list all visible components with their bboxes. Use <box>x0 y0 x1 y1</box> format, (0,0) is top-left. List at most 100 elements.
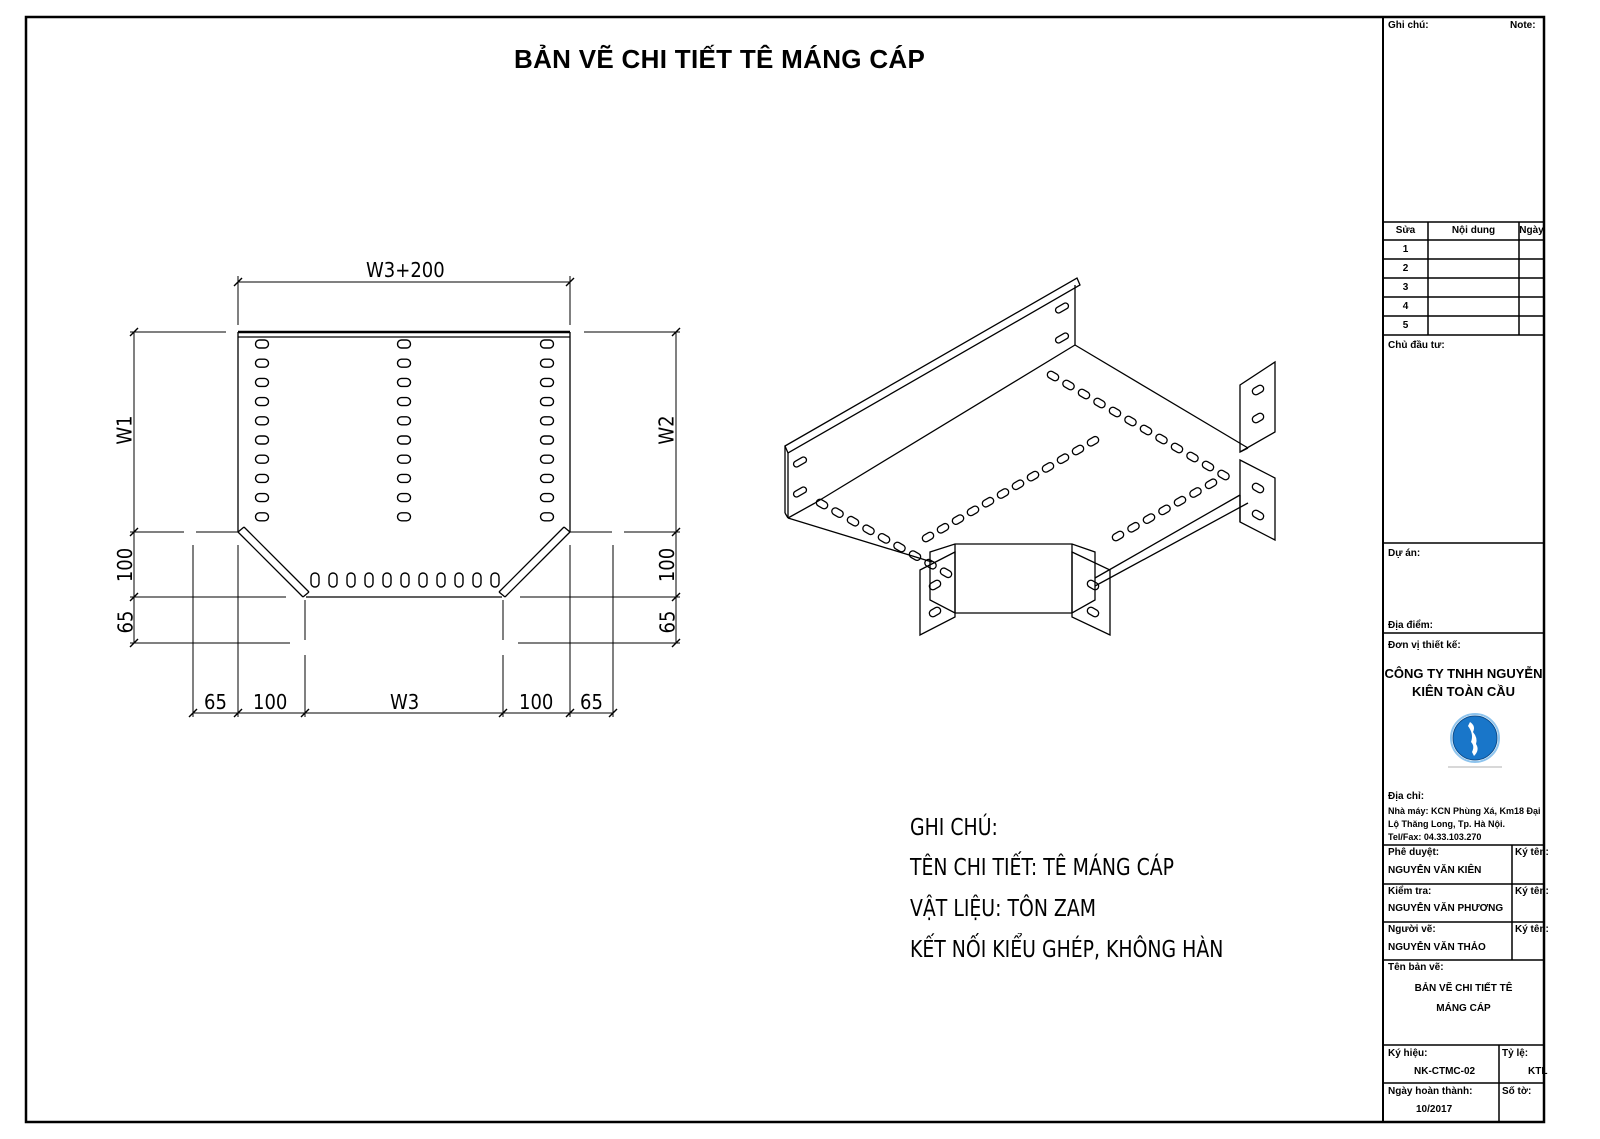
slot-hole <box>539 339 555 349</box>
slot-hole <box>1204 478 1218 490</box>
tb-ty-le: Tỷ lệ: <box>1502 1048 1529 1059</box>
slot-hole <box>1086 606 1100 618</box>
slot-hole <box>1026 470 1040 482</box>
plan-slots <box>254 339 555 588</box>
slot-hole <box>928 606 942 618</box>
slot-hole <box>1139 424 1153 436</box>
tb-ten-ban-ve: Tên bản vẽ: <box>1388 962 1444 973</box>
slot-hole <box>539 377 555 388</box>
slot-hole <box>877 533 891 544</box>
slot-hole <box>396 435 412 445</box>
tb-approver: NGUYỄN VĂN KIÊN <box>1388 865 1482 876</box>
slot-hole <box>846 515 860 527</box>
slot-hole <box>539 492 555 503</box>
slot-hole <box>815 498 829 510</box>
slot-hole <box>1041 461 1055 473</box>
slot-hole <box>254 435 270 445</box>
tb-dia-diem: Địa điểm: <box>1388 620 1434 631</box>
slot-hole <box>1189 487 1202 498</box>
company-line-2: KIÊN TOÀN CẦU <box>1411 684 1516 699</box>
tb-kiem-tra: Kiểm tra: <box>1388 886 1432 897</box>
slot-hole <box>539 512 555 522</box>
isometric-view <box>784 277 1276 637</box>
tb-drawing-name-1: BẢN VẼ CHI TIẾT TÊ <box>1414 983 1513 994</box>
slot-hole <box>831 507 844 519</box>
slot-hole <box>1142 513 1156 524</box>
tb-chu-dau-tu: Chủ đầu tư: <box>1388 340 1445 351</box>
iso-slots <box>792 302 1265 618</box>
slot-hole <box>539 454 555 464</box>
dimension-ticks <box>129 277 681 718</box>
slot-hole <box>539 396 555 407</box>
slot-hole <box>928 579 942 591</box>
tb-ky-ten-3: Ký tên: <box>1515 924 1549 935</box>
tb-address-2: Lộ Thăng Long, Tp. Hà Nội. <box>1388 819 1505 829</box>
company-logo-icon <box>1448 713 1502 768</box>
company-name: CÔNG TY TNHH NGUYỄN KIÊN TOÀN CẦU <box>1383 665 1544 701</box>
slot-hole <box>382 572 392 588</box>
title-block-rules <box>1383 221 1544 1122</box>
slot-hole <box>1173 495 1187 507</box>
tb-ky-ten-1: Ký tên: <box>1515 847 1549 858</box>
rev-header-ngay: Ngày <box>1519 225 1544 236</box>
plan-view <box>237 330 571 598</box>
tb-ky-ten-2: Ký tên: <box>1515 886 1549 897</box>
slot-hole <box>1111 530 1125 542</box>
notes-material: VẬT LIỆU: TÔN ZAM <box>910 896 1097 922</box>
slot-hole <box>254 492 270 503</box>
tb-nguoi-ve: Người vẽ: <box>1388 924 1436 935</box>
slot-hole <box>254 396 270 407</box>
slot-hole <box>1071 444 1085 456</box>
rev-header-sua: Sửa <box>1395 225 1416 236</box>
tb-address-1: Nhà máy: KCN Phùng Xá, Km18 Đại <box>1388 806 1541 816</box>
tb-don-vi: Đơn vị thiết kế: <box>1388 640 1461 651</box>
slot-hole <box>396 454 412 464</box>
slot-hole <box>1251 412 1265 424</box>
notes-part-name: TÊN CHI TIẾT: TÊ MÁNG CÁP <box>910 855 1175 881</box>
slot-hole <box>1155 433 1168 445</box>
slot-hole <box>454 572 464 588</box>
rev-row-3: 3 <box>1402 282 1409 293</box>
slot-hole <box>1251 482 1265 494</box>
dim-w1: W1 <box>112 415 137 445</box>
slot-hole <box>254 339 270 349</box>
dim-right-100: 100 <box>655 547 680 583</box>
slot-hole <box>254 358 270 368</box>
slot-hole <box>981 496 995 508</box>
slot-hole <box>396 396 412 407</box>
tb-drawing-name-2: MÁNG CÁP <box>1436 1003 1491 1014</box>
dim-bottom-100-left: 100 <box>253 690 288 714</box>
slot-hole <box>1201 460 1215 472</box>
notes-heading: GHI CHÚ: <box>910 815 998 841</box>
slot-hole <box>1217 469 1230 481</box>
slot-hole <box>254 512 270 522</box>
dim-bottom-w3: W3 <box>390 690 420 714</box>
tb-du-an: Dự án: <box>1388 548 1421 559</box>
slot-hole <box>254 473 270 484</box>
tb-ky-hieu: Ký hiệu: <box>1388 1048 1428 1059</box>
slot-hole <box>1056 453 1070 465</box>
slot-hole <box>1251 384 1265 396</box>
slot-hole <box>862 524 875 536</box>
tb-dia-chi: Địa chỉ: <box>1388 791 1425 802</box>
tb-date: 10/2017 <box>1416 1104 1453 1115</box>
tb-scale: KTL <box>1528 1066 1548 1077</box>
slot-hole <box>1108 406 1122 418</box>
slot-hole <box>1251 509 1265 521</box>
tb-checker: NGUYỄN VĂN PHƯƠNG <box>1388 903 1504 914</box>
slot-hole <box>1054 332 1070 344</box>
dim-w2: W2 <box>654 415 679 445</box>
slot-hole <box>921 531 935 543</box>
slot-hole <box>1158 504 1171 516</box>
slot-hole <box>951 514 965 525</box>
slot-hole <box>1054 302 1070 314</box>
tb-so-to: Số tờ: <box>1502 1086 1532 1097</box>
slot-hole <box>396 512 412 522</box>
slot-hole <box>396 339 412 349</box>
slot-hole <box>1086 579 1100 591</box>
slot-hole <box>472 572 482 588</box>
rev-row-4: 4 <box>1402 301 1409 312</box>
dim-bottom-65-left: 65 <box>204 690 227 714</box>
slot-hole <box>792 486 808 498</box>
